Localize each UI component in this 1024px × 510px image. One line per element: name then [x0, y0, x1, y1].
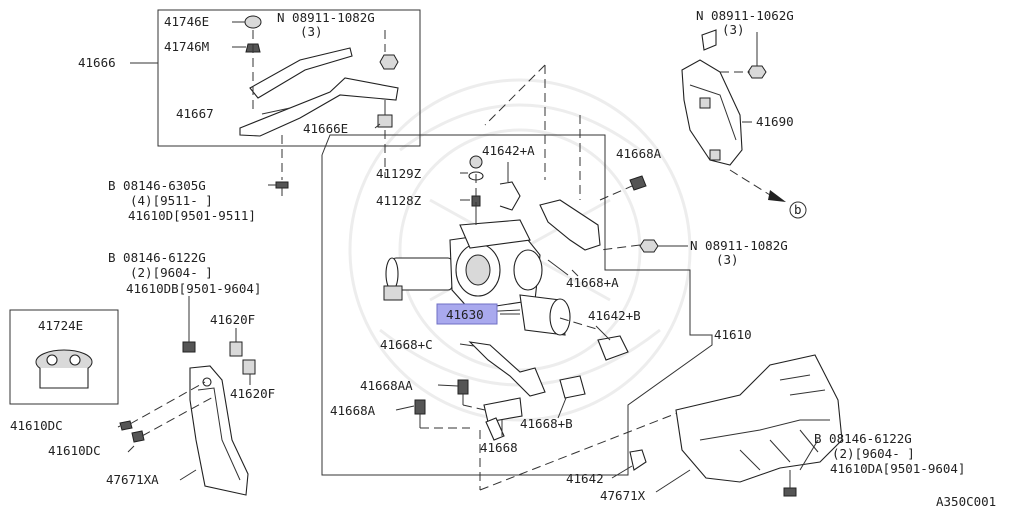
label-41610DB: 41610DB[9501-9604] — [126, 281, 261, 296]
bracket-group-41666 — [130, 9, 421, 196]
clip-41620F-b — [242, 359, 256, 375]
label-08146-6122G-right: B 08146-6122G — [814, 431, 912, 446]
label-08911-1082G-top: N 08911-1082G — [277, 10, 375, 25]
label-41667: 41667 — [176, 106, 214, 121]
label-qty3-c: (3) — [716, 252, 739, 267]
bracket-41668 — [483, 397, 523, 423]
labels: 41746E N 08911-1082G (3) 41746M 41666 41… — [10, 8, 996, 509]
stud-41666E — [377, 114, 393, 128]
clip-41610DC-a — [119, 420, 133, 431]
ref-b-circle — [789, 201, 807, 219]
nut-08911-1082G-right — [639, 239, 659, 253]
label-41668A-low: 41668A — [330, 403, 376, 418]
bolt-41668A-top — [629, 175, 647, 191]
figure-code: A350C001 — [936, 494, 996, 509]
hose-41642A — [499, 181, 521, 211]
part-41129Z — [469, 155, 483, 169]
label-41668-C: 41668+C — [380, 337, 433, 352]
label-qty4-9511: (4)[9511- ] — [130, 193, 213, 208]
label-41724E: 41724E — [38, 318, 83, 333]
label-41642B: 41642+B — [588, 308, 641, 323]
bracket-group-41690 — [639, 29, 807, 253]
label-41630: 41630 — [446, 307, 484, 322]
bracket-41668B — [559, 375, 586, 399]
label-41746E: 41746E — [164, 14, 209, 29]
nut-08911-1082G — [379, 54, 399, 70]
bracket-41666 — [239, 77, 399, 137]
bolt-08146-6305G — [275, 181, 289, 189]
label-41642: 41642 — [566, 471, 604, 486]
label-qty3-b: (3) — [722, 22, 745, 37]
label-41668-A: 41668+A — [566, 275, 619, 290]
bracket-41667 — [249, 47, 353, 99]
label-qty2-9604-right: (2)[9604- ] — [832, 446, 915, 461]
label-41129Z: 41129Z — [376, 166, 422, 181]
bolt-41668AA — [457, 379, 469, 395]
highlight-41630 — [436, 303, 498, 325]
main-assembly — [321, 64, 713, 491]
clamp-41642B — [597, 335, 629, 361]
label-47671X: 47671X — [600, 488, 646, 503]
label-08911-1082G-right: N 08911-1082G — [690, 238, 788, 253]
bracket-box — [157, 9, 421, 147]
label-08911-1062G: N 08911-1062G — [696, 8, 794, 23]
bolt-41610DB — [182, 341, 196, 353]
label-41620F-a: 41620F — [210, 312, 255, 327]
grommet-41746E — [244, 15, 262, 29]
label-41128Z: 41128Z — [376, 193, 422, 208]
label-41746M: 41746M — [164, 39, 209, 54]
grommet-box-41724E — [9, 309, 119, 405]
label-41610: 41610 — [714, 327, 752, 342]
nut-08911-1062G — [747, 65, 767, 79]
label-41610DC-b: 41610DC — [48, 443, 101, 458]
clip-41620F-a — [229, 341, 243, 357]
bracket-41668C — [468, 341, 546, 397]
assembly-outline-41610 — [321, 134, 713, 476]
label-41610DC-a: 41610DC — [10, 418, 63, 433]
label-41690: 41690 — [756, 114, 794, 129]
bolt-41610DA — [783, 487, 797, 497]
label-41666: 41666 — [78, 55, 116, 70]
label-41610D: 41610D[9501-9511] — [128, 208, 256, 223]
abs-actuator-41630 — [383, 219, 571, 336]
bracket-41668A — [539, 199, 601, 251]
label-41642A: 41642+A — [482, 143, 535, 158]
grommet-body — [39, 368, 89, 389]
label-ref-b: b — [794, 202, 802, 217]
left-group — [9, 296, 256, 496]
label-41610DA: 41610DA[9501-9604] — [830, 461, 965, 476]
bracket-41690 — [681, 59, 743, 166]
label-08146-6305G: B 08146-6305G — [108, 178, 206, 193]
clip-41642 — [629, 449, 647, 471]
label-41668A-top: 41668A — [616, 146, 662, 161]
label-47671XA: 47671XA — [106, 472, 159, 487]
clip-41610DC-b — [131, 430, 145, 443]
label-41668AA: 41668AA — [360, 378, 413, 393]
label-qty3-a: (3) — [300, 24, 323, 39]
cover-47671XA — [189, 365, 249, 496]
label-41668: 41668 — [480, 440, 518, 455]
bolt-41668A-low — [414, 399, 426, 415]
label-41668-B: 41668+B — [520, 416, 573, 431]
arrow-to-b — [768, 190, 786, 202]
label-08146-6122G-left: B 08146-6122G — [108, 250, 206, 265]
label-qty2-9604-left: (2)[9604- ] — [130, 265, 213, 280]
label-41620F-b: 41620F — [230, 386, 275, 401]
cover-group-47671X — [611, 354, 843, 497]
cover-47671X — [675, 354, 843, 483]
label-41666E: 41666E — [303, 121, 348, 136]
